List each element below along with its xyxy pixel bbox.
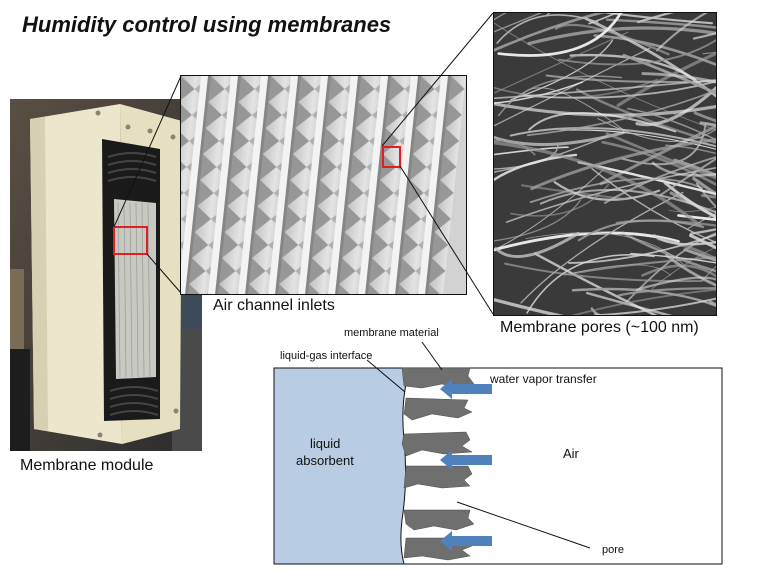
sem-fiber (494, 167, 606, 251)
sem-fiber (529, 177, 704, 204)
sem-fiber (637, 13, 675, 24)
air-label: Air (563, 446, 579, 461)
sem-fiber (560, 129, 716, 150)
sem-fiber (505, 167, 716, 223)
sem-fiber (635, 85, 716, 127)
membrane-pores-caption: Membrane pores (~100 nm) (500, 319, 699, 336)
membrane-material-label: membrane material (344, 327, 439, 339)
sem-fiber (571, 288, 716, 315)
sem-fiber (494, 153, 578, 182)
membrane-module-caption: Membrane module (20, 457, 154, 474)
membrane-module-photo (10, 99, 202, 451)
sem-fiber (553, 181, 661, 201)
sem-fiber (526, 254, 655, 314)
sem-fiber (494, 231, 580, 258)
sem-fiber (702, 265, 716, 281)
sem-fiber (494, 13, 543, 33)
sem-fiber (683, 248, 716, 262)
sem-fiber (520, 191, 684, 304)
membrane-slabs (401, 367, 475, 561)
sem-fiber (665, 254, 716, 287)
sem-fiber (494, 13, 606, 52)
sem-fiber (520, 184, 626, 201)
sem-fiber (591, 167, 716, 244)
sem-fiber (577, 160, 716, 196)
sem-fiber (659, 157, 716, 197)
liquid-gas-interface-label: liquid-gas interface (280, 350, 373, 362)
sem-fiber (593, 34, 716, 67)
sem-fiber (689, 228, 716, 235)
sem-fiber (494, 140, 702, 227)
sem-fiber (510, 39, 614, 101)
air-channel-inlets-caption: Air channel inlets (213, 297, 335, 314)
sem-fiber (571, 287, 716, 307)
sem-fiber (635, 276, 716, 291)
sem-fiber (669, 191, 716, 220)
sem-fiber (641, 264, 716, 278)
sem-fiber (622, 53, 716, 95)
sem-fiber (597, 118, 716, 143)
sem-fiber (677, 214, 716, 222)
sem-fiber (699, 121, 716, 127)
sem-fiber (526, 89, 716, 137)
membrane-schematic (272, 340, 732, 568)
sem-fiber (603, 156, 716, 204)
sem-fiber (651, 161, 716, 177)
sem-fiber (605, 132, 716, 180)
sem-fiber (563, 264, 672, 276)
sem-fiber (621, 231, 716, 273)
sem-fiber (593, 297, 716, 315)
air-channel-inlets-photo (180, 75, 467, 295)
sem-fiber (494, 79, 716, 100)
sem-fiber (651, 246, 716, 290)
absorbent-label: absorbent (296, 453, 354, 468)
sem-fiber (605, 18, 716, 29)
sem-fiber (630, 252, 716, 264)
membrane-pores-sem-image (493, 12, 717, 316)
sem-fiber (539, 188, 716, 214)
sem-fiber (673, 158, 716, 178)
sem-fiber (494, 131, 625, 146)
sem-fiber (653, 234, 716, 246)
sem-fiber (497, 13, 623, 57)
sem-fiber (616, 51, 716, 107)
sem-fiber (656, 13, 708, 52)
vapor-arrows (440, 379, 492, 551)
sem-fiber (665, 144, 716, 155)
sem-fiber (590, 307, 603, 315)
sem-fiber (497, 75, 623, 117)
sem-fiber (494, 31, 629, 94)
liquid-label: liquid (310, 436, 341, 451)
sem-fiber (641, 72, 716, 84)
sem-fiber (494, 102, 716, 117)
sem-fiber (554, 23, 670, 56)
water-vapor-transfer-label: water vapor transfer (490, 372, 597, 386)
sem-fiber (663, 181, 716, 219)
sem-fiber (617, 287, 716, 297)
sem-fiber (494, 81, 584, 104)
sem-fiber (494, 297, 565, 315)
sem-fiber (569, 53, 697, 81)
sem-fiber (692, 176, 716, 196)
sem-fiber (601, 140, 716, 186)
sem-fiber (521, 80, 716, 99)
sem-fiber (588, 13, 619, 25)
sem-fiber (577, 219, 705, 242)
sem-fiber (621, 123, 707, 166)
page-title: Humidity control using membranes (22, 12, 392, 37)
sem-fiber (530, 138, 716, 191)
sem-fiber (574, 256, 716, 275)
pore-label: pore (602, 544, 625, 556)
sem-fiber (494, 199, 582, 242)
sem-fiber (510, 183, 610, 217)
sem-fiber (494, 22, 716, 131)
sem-fiber (527, 26, 716, 46)
